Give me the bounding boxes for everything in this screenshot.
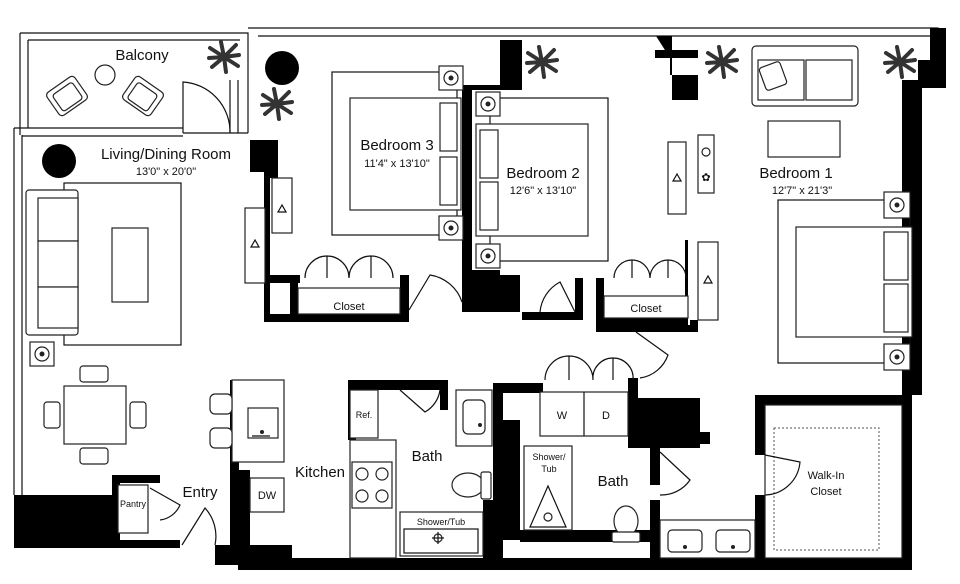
door-swing-icon [304,255,394,279]
bedroom-3-dimensions: 11'4" x 13'10" [364,158,430,170]
shower-tub-label-a: Shower/Tub [417,517,465,527]
bed-icon [475,123,589,237]
window-unit [244,207,266,284]
kitchen: DW Kitchen Ref. [209,379,397,559]
flower-icon: ✿ [701,172,710,184]
door-swing-icon [408,274,463,311]
closet-shelf [603,295,689,319]
nightstand-lamp-icon [475,243,501,269]
door-swing-icon [181,507,217,546]
shower-tub-label-b-line1: Shower/ [532,452,566,462]
dishwasher-label: DW [258,490,277,502]
plant-icon [207,40,241,74]
side-table-icon [697,134,715,194]
shower-tub-icon [399,511,484,557]
kitchen-label: Kitchen [295,464,345,481]
stove-icon [351,461,393,509]
stool-icon [209,393,233,415]
walk-in-closet: Walk-In Closet [764,404,903,559]
entry-label: Entry [182,484,218,501]
door-swing-icon [764,454,801,496]
bed-icon [795,226,913,338]
nightstand-lamp-icon [438,65,464,91]
sink-icon [455,389,493,447]
plant-icon [525,45,559,79]
refrigerator-label: Ref. [356,410,373,420]
plant-icon [705,45,739,79]
nightstand-lamp-icon [438,215,464,241]
door-swing-icon [613,259,687,279]
closet-shelf [297,287,401,315]
toilet-icon [611,505,641,543]
floor-lamp-icon [265,51,299,85]
window-unit [697,241,719,321]
bedroom-1: ✿ Bedroom 1 12'7" x 21'3" [635,45,917,379]
closet-label: Closet [333,301,364,313]
bath-b: Shower/ Tub Bath [523,445,756,559]
floor-lamp-icon [42,144,76,178]
door-swing-icon [149,487,181,521]
dining-table-icon [43,365,147,465]
bedroom-3: Bedroom 3 11'4" x 13'10" Closet [260,51,464,315]
bedroom-3-label: Bedroom 3 [360,137,433,154]
shower-tub-icon [523,445,573,531]
dryer-label: D [602,410,610,422]
door-swing-icon [539,281,576,313]
door-swing-icon [544,355,634,381]
coffee-table [767,120,841,158]
coffee-table [111,227,149,303]
bath-b-label: Bath [598,473,629,490]
door-swing-icon [182,81,231,133]
walk-in-label-line1: Walk-In [808,470,845,482]
armchair-icon [122,75,164,117]
balcony: Balcony [46,40,241,133]
walk-in-label-line2: Closet [810,486,841,498]
door-swing-icon [635,331,669,379]
sofa-icon [751,45,859,107]
bedroom-1-label: Bedroom 1 [759,165,832,182]
bedroom-1-dimensions: 12'7" x 21'3" [772,185,832,197]
pantry-label: Pantry [120,499,147,509]
living-room-dimensions: 13'0" x 20'0" [136,166,196,178]
closet-label: Closet [630,303,661,315]
door-swing-icon [399,389,441,413]
round-table-icon [94,64,116,86]
plant-icon [883,45,917,79]
toilet-icon [451,471,492,500]
sink-icon [659,519,756,559]
living-room-label: Living/Dining Room [101,146,231,163]
bath-a-label: Bath [412,448,443,465]
living-dining-room: Living/Dining Room 13'0" x 20'0" [25,144,293,465]
bed-icon [349,97,462,211]
stool-icon [209,427,233,449]
bedroom-2-dimensions: 12'6" x 13'10" [510,185,577,197]
laundry: W D [539,355,634,437]
shower-tub-label-b-line2: Tub [541,464,556,474]
balcony-label: Balcony [115,47,169,64]
bedroom-2-label: Bedroom 2 [506,165,579,182]
nightstand-lamp-icon [883,191,911,219]
armchair-icon [46,75,88,117]
plant-icon [260,87,294,121]
bedroom-2: Bedroom 2 12'6" x 13'10" Closet [475,45,689,319]
sofa-icon [25,189,79,336]
nightstand-lamp-icon [883,343,911,371]
window-unit [667,141,687,215]
bath-a: Bath Shower/Tub [399,389,493,557]
window-unit [271,177,293,234]
door-swing-icon [659,451,691,496]
washer-label: W [557,410,568,422]
nightstand-lamp-icon [475,91,501,117]
nightstand-lamp-icon [29,341,55,367]
entry: Pantry Entry [117,484,218,546]
